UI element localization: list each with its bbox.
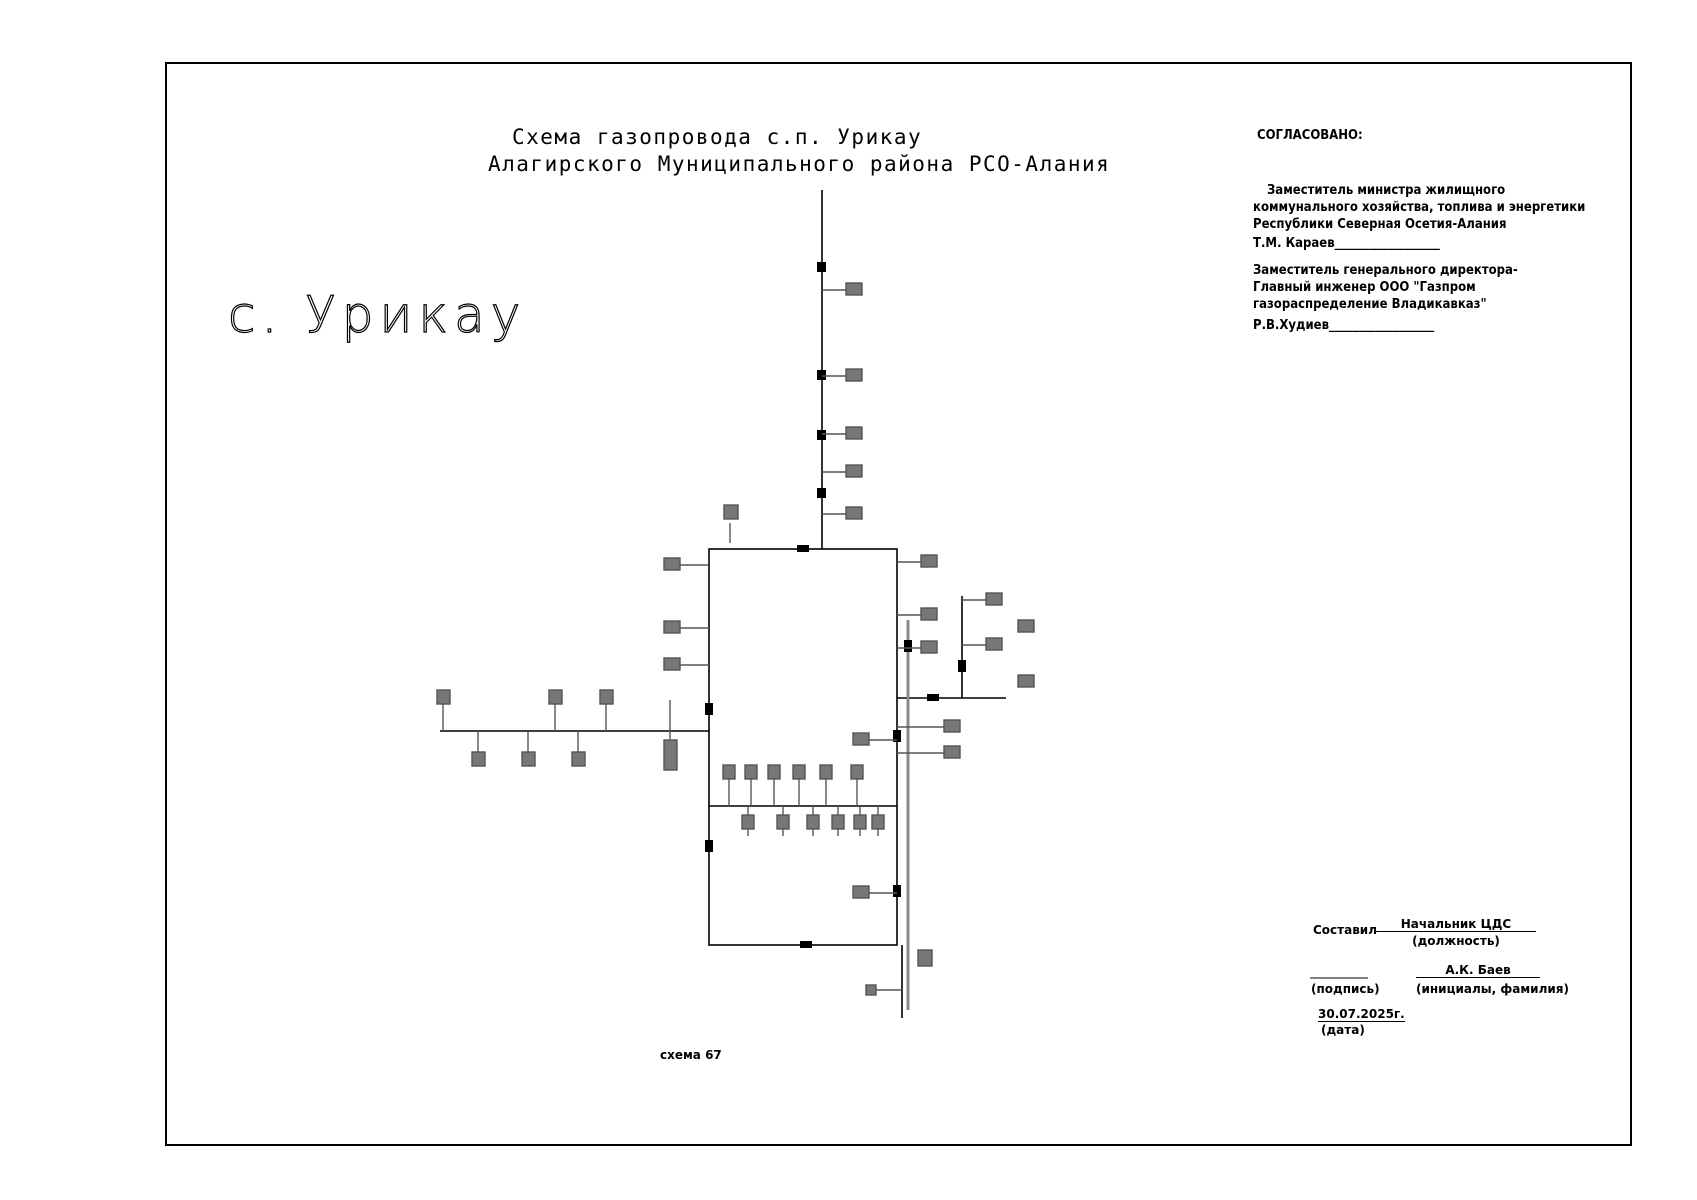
consumer-taps-cross-link xyxy=(722,764,885,836)
gas-meter-icon xyxy=(521,751,536,767)
gas-meter-icon xyxy=(985,637,1003,651)
gas-meter-icon xyxy=(663,557,681,571)
compiled-label: Составил xyxy=(1313,923,1378,937)
gas-meter-icon xyxy=(767,764,781,780)
approval-engineer-line1: Заместитель генерального директора- xyxy=(1253,263,1518,278)
approval-engineer-signatory: Р.В.Худиев__________________ xyxy=(1253,318,1435,333)
gas-meter-icon xyxy=(436,689,451,705)
gas-meter-icon xyxy=(792,764,806,780)
gas-meter-icon xyxy=(548,689,563,705)
valve-symbol xyxy=(893,885,901,897)
gas-meter-icon xyxy=(741,814,755,830)
gas-meter-icon xyxy=(776,814,790,830)
gas-meter-icon xyxy=(723,504,739,520)
date-caption: (дата) xyxy=(1321,1023,1365,1037)
main-pipelines xyxy=(440,190,1006,1018)
consumer-taps-west-branch xyxy=(436,689,678,771)
valve-symbol xyxy=(797,545,809,552)
drawing-frame xyxy=(165,62,1632,1146)
signature-caption: (подпись) xyxy=(1311,982,1380,996)
gas-meter-icon xyxy=(853,814,867,830)
scheme-title-line2: Алагирского Муниципального района РСО-Ал… xyxy=(488,152,1111,176)
gas-meter-icon xyxy=(920,640,938,654)
gas-meter-icon xyxy=(663,620,681,634)
compiled-date: 30.07.2025г. xyxy=(1318,1007,1405,1022)
gas-meter-icon xyxy=(806,814,820,830)
valve-symbol xyxy=(817,488,826,498)
gas-meter-icon xyxy=(819,764,833,780)
gas-meter-icon xyxy=(985,592,1003,606)
approval-minister-signatory: Т.М. Караев__________________ xyxy=(1253,236,1440,251)
gas-meter-icon xyxy=(845,368,863,382)
gas-meter-icon xyxy=(744,764,758,780)
valve-symbol xyxy=(904,640,912,652)
gas-meter-icon xyxy=(871,814,885,830)
valve-symbol xyxy=(893,730,901,742)
pipe-fittings xyxy=(705,262,966,948)
consumer-taps-east xyxy=(852,554,1035,996)
gas-meter-icon xyxy=(845,506,863,520)
approval-minister-line2: коммунального хозяйства, топлива и энерг… xyxy=(1253,200,1586,215)
approval-engineer-line3: газораспределение Владикавказ" xyxy=(1253,297,1487,312)
approval-heading: СОГЛАСОВАНО: xyxy=(1257,128,1363,143)
gas-meter-icon xyxy=(943,719,961,733)
gas-meter-icon xyxy=(920,607,938,621)
valve-symbol xyxy=(705,840,713,852)
gas-meter-icon xyxy=(722,764,736,780)
gas-meter-icon xyxy=(1017,619,1035,633)
valve-symbol xyxy=(927,694,939,701)
approval-engineer-line2: Главный инженер ООО "Газпром xyxy=(1253,280,1476,295)
gas-meter-icon xyxy=(599,689,614,705)
gas-meter-icon xyxy=(831,814,845,830)
gas-meter-icon xyxy=(1017,674,1035,688)
approval-minister-line3: Республики Северная Осетия-Алания xyxy=(1253,217,1507,232)
gas-meter-icon xyxy=(852,732,870,746)
consumer-taps-north xyxy=(822,282,863,520)
approval-block-engineer: Заместитель генерального директора- Глав… xyxy=(1253,262,1518,334)
valve-symbol xyxy=(817,430,826,440)
gas-meter-icon xyxy=(865,984,877,996)
approval-block-minister: Заместитель министра жилищного коммуналь… xyxy=(1253,182,1585,252)
gas-meter-icon xyxy=(471,751,486,767)
compiled-position-caption: (должность) xyxy=(1412,934,1500,948)
gas-meter-icon xyxy=(663,739,678,771)
compiled-position: Начальник ЦДС xyxy=(1376,917,1536,932)
gas-meter-icon xyxy=(845,464,863,478)
gas-meter-icon xyxy=(663,657,681,671)
valve-symbol xyxy=(705,703,713,715)
gas-meter-icon xyxy=(850,764,864,780)
gas-meter-icon xyxy=(852,885,870,899)
consumer-taps-west xyxy=(663,504,739,671)
valve-symbol xyxy=(958,660,966,672)
gas-meter-icon xyxy=(571,751,586,767)
scheme-title-line1: Схема газопровода с.п. Урикау xyxy=(512,125,923,149)
scheme-number: схема 67 xyxy=(660,1048,722,1062)
gas-meter-icon xyxy=(917,949,933,967)
gas-meter-icon xyxy=(845,426,863,440)
village-label: с. Урикау xyxy=(227,285,527,344)
gas-meter-icon xyxy=(943,745,961,759)
name-caption: (инициалы, фамилия) xyxy=(1416,982,1569,996)
approval-minister-line1: Заместитель министра жилищного xyxy=(1267,183,1506,198)
valve-symbol xyxy=(800,941,812,948)
valve-symbol xyxy=(817,370,826,380)
gas-meter-icon xyxy=(845,282,863,296)
compiled-name: А.К. Баев xyxy=(1416,963,1540,978)
gas-meter-icon xyxy=(920,554,938,568)
valve-symbol xyxy=(817,262,826,272)
